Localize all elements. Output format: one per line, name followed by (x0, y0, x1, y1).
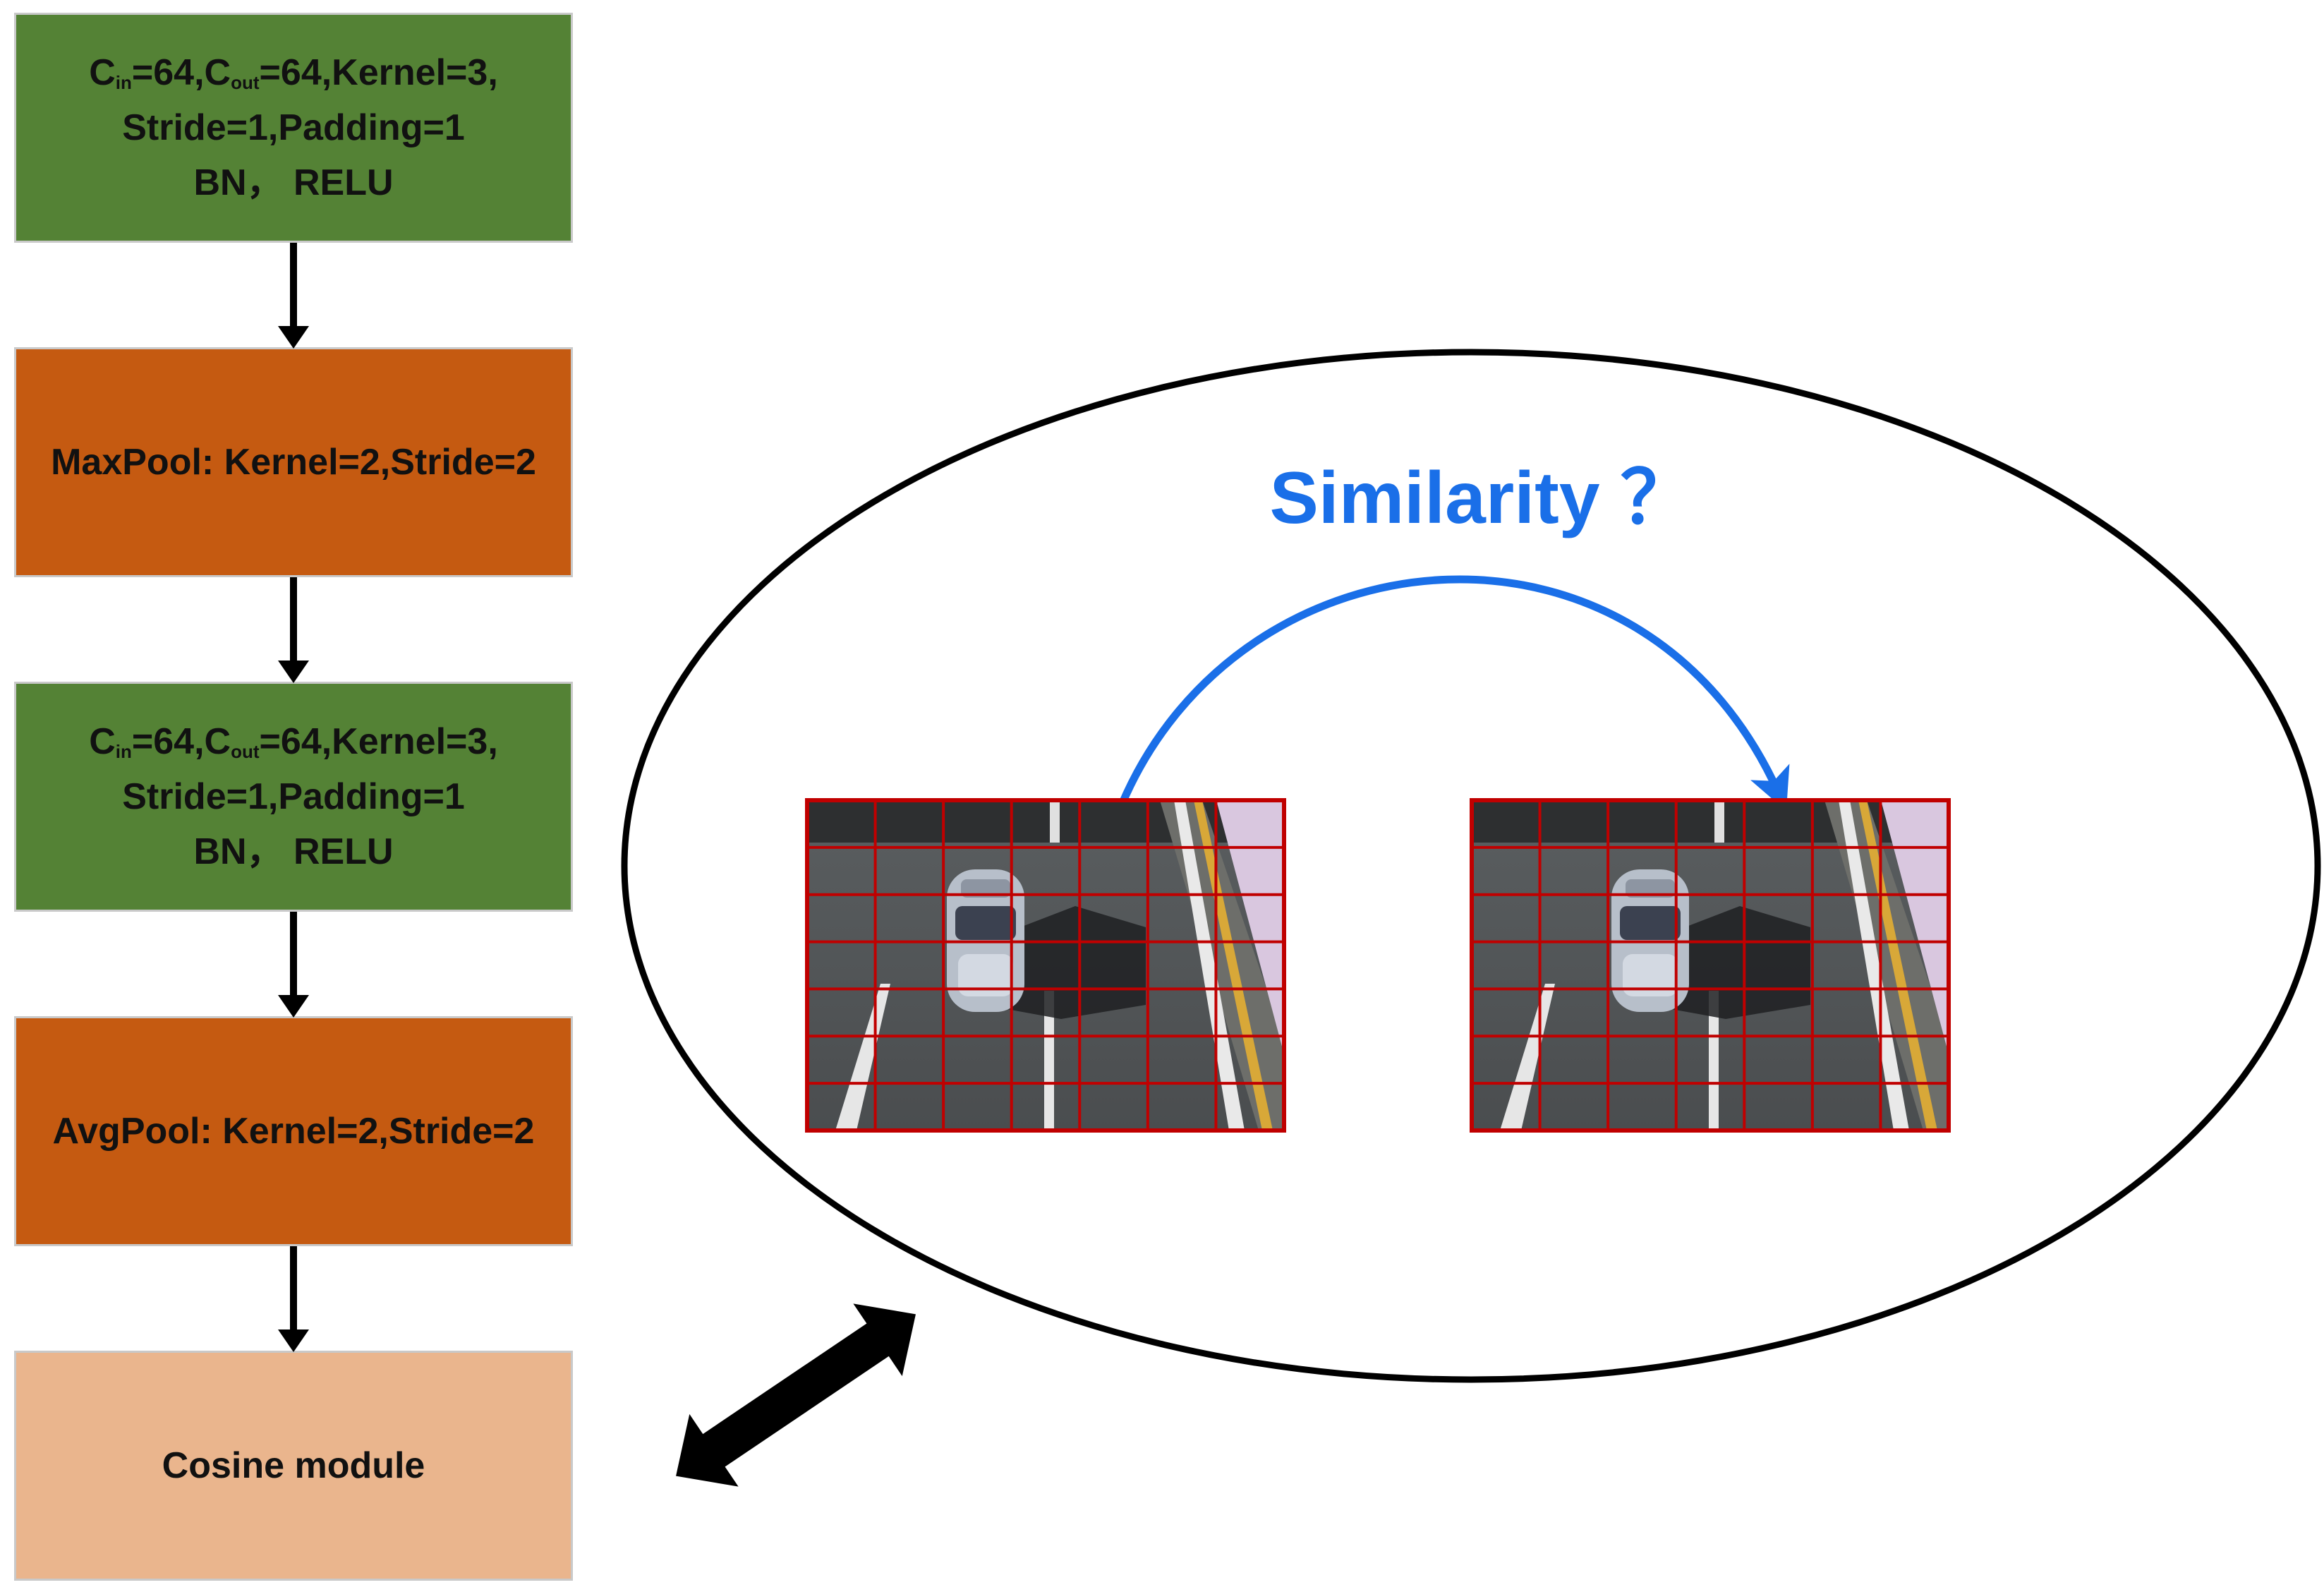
pipeline-arrow-3 (278, 912, 309, 1018)
conv-block-1: Cin=64,Cout=64,Kernel=3, Stride=1,Paddin… (14, 13, 573, 243)
conv-block-1-line2: Stride=1,Padding=1 (122, 107, 465, 148)
cosine-module-block: Cosine module (14, 1351, 573, 1581)
grid-overlay-left (807, 800, 1284, 1130)
conv-block-2-line2: Stride=1,Padding=1 (122, 776, 465, 817)
road-image-left (805, 798, 1286, 1133)
avgpool-block: AvgPool: Kernel=2,Stride=2 (14, 1016, 573, 1246)
conv-block-1-line3: BN， RELU (193, 162, 394, 203)
grid-overlay-right (1472, 800, 1949, 1130)
conv-block-2-line3: BN， RELU (193, 831, 394, 872)
conv-block-2: Cin=64,Cout=64,Kernel=3, Stride=1,Paddin… (14, 682, 573, 912)
pipeline-arrow-4 (278, 1246, 309, 1352)
pipeline-arrow-1 (278, 243, 309, 349)
maxpool-block: MaxPool: Kernel=2,Stride=2 (14, 347, 573, 577)
avgpool-label: AvgPool: Kernel=2,Stride=2 (52, 1111, 535, 1152)
similarity-label: Similarity ？ (1269, 457, 1694, 539)
double-arrow-icon (676, 1303, 916, 1487)
cosine-module-label: Cosine module (162, 1445, 425, 1486)
maxpool-label: MaxPool: Kernel=2,Stride=2 (51, 442, 536, 483)
conv-block-2-line1: Cin=64,Cout=64,Kernel=3, (89, 721, 498, 762)
similarity-ellipse (621, 349, 2321, 1383)
similarity-arrow (1088, 575, 1790, 845)
pipeline-arrow-2 (278, 577, 309, 683)
road-image-right (1470, 798, 1951, 1133)
conv-block-1-line1: Cin=64,Cout=64,Kernel=3, (89, 52, 498, 93)
